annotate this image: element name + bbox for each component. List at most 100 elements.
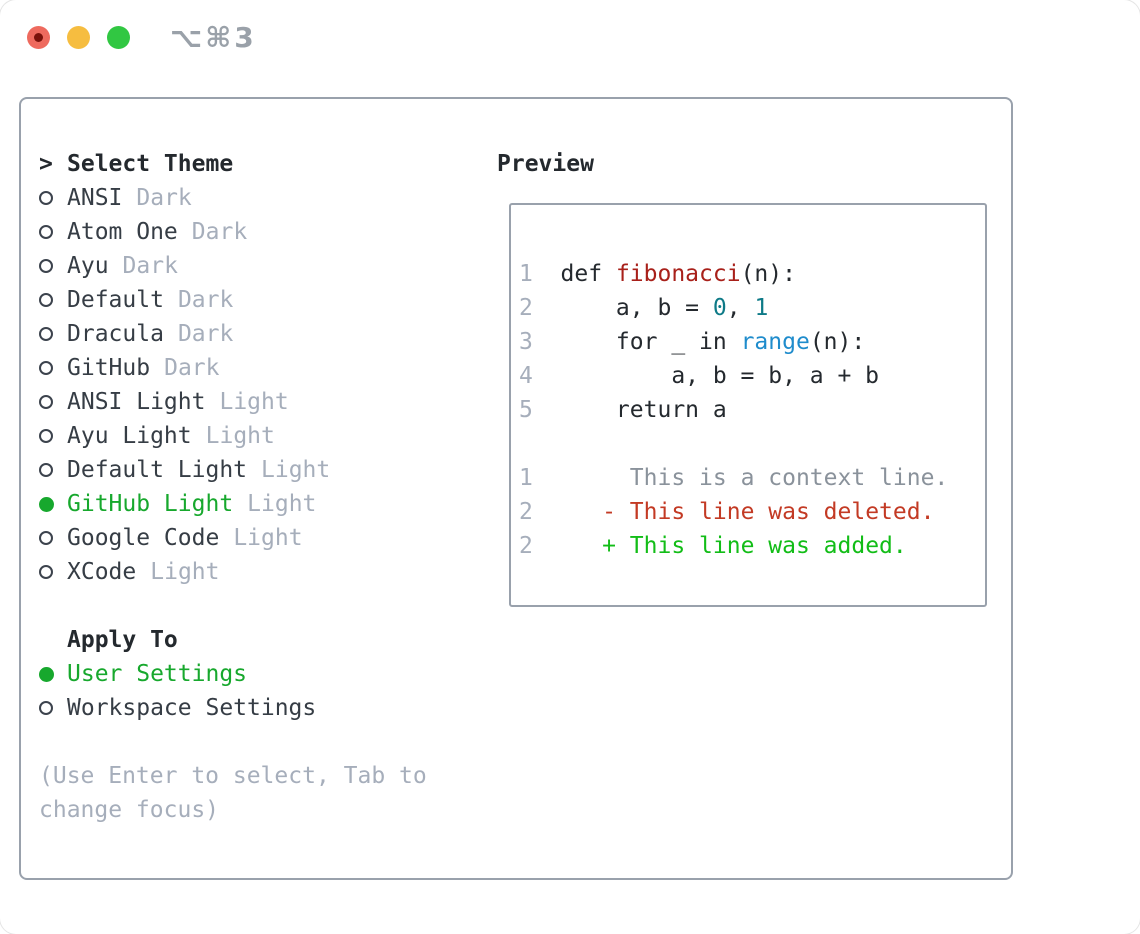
line-number: 2 (519, 295, 561, 321)
option-label: XCode (67, 559, 137, 585)
line-number: 2 (519, 499, 533, 525)
theme-option[interactable]: GitHub Dark (39, 351, 478, 385)
preview-line-diff-context: 1 This is a context line. (519, 461, 985, 495)
option-variant: Light (247, 491, 317, 517)
option-variant: Dark (164, 355, 220, 381)
option-label: Google Code (67, 525, 220, 551)
option-label: Ayu (67, 253, 109, 279)
option-variant: Light (205, 423, 275, 449)
preview-line-code: 1 def fibonacci(n): (519, 257, 985, 291)
code-segment: range (740, 329, 810, 355)
code-segment: a, b = (560, 295, 713, 321)
option-label: Atom One (67, 219, 178, 245)
option-label: Default Light (67, 457, 248, 483)
option-variant: Dark (177, 287, 234, 313)
theme-option[interactable]: XCode Light (39, 555, 478, 589)
option-label: Ayu Light (67, 423, 192, 449)
theme-option[interactable]: Google Code Light (39, 521, 478, 555)
code-segment: 0 (712, 295, 727, 321)
line-number: 5 (519, 397, 561, 423)
preview-line-code: 2 a, b = 0, 1 (519, 291, 985, 325)
theme-list-header: Select Theme (67, 151, 234, 177)
option-variant: Dark (136, 185, 192, 211)
theme-option[interactable]: ANSI Light Light (39, 385, 478, 419)
selector-column: > Select Theme ANSI Dark Atom One Dark A… (39, 147, 478, 854)
spacer (39, 589, 478, 623)
line-number: 4 (519, 363, 561, 389)
code-segment: def (560, 261, 616, 287)
apply-to-header: Apply To (67, 627, 178, 653)
code-segment: fibonacci (615, 261, 741, 287)
code-segment: , (726, 295, 755, 321)
preview-line-blank (519, 427, 985, 461)
radio-icon (39, 701, 53, 715)
theme-picker-panel: > Select Theme ANSI Dark Atom One Dark A… (19, 97, 1013, 880)
code-segment: + This line was added. (532, 533, 907, 559)
line-number: 2 (519, 533, 533, 559)
radio-icon (39, 531, 53, 545)
close-button[interactable] (27, 26, 50, 49)
preview-header: Preview (497, 151, 594, 177)
theme-list: ANSI Dark Atom One Dark Ayu Dark Default… (39, 181, 478, 589)
theme-option[interactable]: Ayu Dark (39, 249, 478, 283)
code-segment: (n): (740, 261, 796, 287)
preview-line-code: 4 a, b = b, a + b (519, 359, 985, 393)
theme-option[interactable]: Ayu Light Light (39, 419, 478, 453)
option-label: Default (67, 287, 164, 313)
apply-to-list: User Settings Workspace Settings (39, 657, 478, 725)
code-segment: a, b = b, a + b (560, 363, 880, 389)
code-segment: - This line was deleted. (532, 499, 935, 525)
code-segment: 1 (754, 295, 769, 321)
theme-list-header-row: > Select Theme (39, 147, 478, 181)
theme-option[interactable]: GitHub Light Light (39, 487, 478, 521)
theme-option[interactable]: ANSI Dark (39, 181, 478, 215)
traffic-lights (27, 26, 130, 49)
radio-icon (39, 191, 53, 205)
option-label: Workspace Settings (67, 695, 317, 721)
titlebar: ⌥⌘3 (0, 0, 1140, 97)
option-label: ANSI Light (67, 389, 206, 415)
radio-icon (39, 429, 53, 443)
apply-to-option[interactable]: Workspace Settings (39, 691, 478, 725)
hint-text: (Use Enter to select, Tab to change focu… (39, 763, 427, 823)
line-number: 1 (519, 465, 533, 491)
preview-line-diff-added: 2 + This line was added. (519, 529, 985, 563)
preview-column: Preview 1 def fibonacci(n):2 a, b = 0, 1… (478, 147, 987, 854)
apply-to-header-row: Apply To (39, 623, 478, 657)
theme-option[interactable]: Default Light Light (39, 453, 478, 487)
apply-to-option[interactable]: User Settings (39, 657, 478, 691)
maximize-button[interactable] (107, 26, 130, 49)
prompt-chevron-icon: > (39, 151, 53, 177)
preview-line-code: 5 return a (519, 393, 985, 427)
option-label: GitHub (67, 355, 151, 381)
radio-icon (39, 293, 53, 307)
option-variant: Dark (177, 321, 234, 347)
option-label: GitHub Light (67, 491, 234, 517)
radio-icon (39, 395, 53, 409)
theme-option[interactable]: Atom One Dark (39, 215, 478, 249)
radio-icon (39, 327, 53, 341)
window-title: ⌥⌘3 (170, 21, 257, 54)
option-variant: Light (219, 389, 289, 415)
radio-icon (39, 259, 53, 273)
theme-option[interactable]: Default Dark (39, 283, 478, 317)
close-dot-icon (34, 33, 43, 42)
radio-icon (39, 361, 53, 375)
preview-line-diff-deleted: 2 - This line was deleted. (519, 495, 985, 529)
radio-icon (39, 225, 53, 239)
code-segment: (n): (809, 329, 866, 355)
option-variant: Dark (122, 253, 178, 279)
minimize-button[interactable] (67, 26, 90, 49)
code-segment: This is a context line. (532, 465, 949, 491)
radio-icon (39, 565, 53, 579)
line-number: 1 (519, 261, 561, 287)
preview-line-code: 3 for _ in range(n): (519, 325, 985, 359)
radio-icon (39, 496, 54, 512)
option-variant: Light (233, 525, 303, 551)
theme-option[interactable]: Dracula Dark (39, 317, 478, 351)
code-segment: for _ in (560, 329, 741, 355)
option-variant: Light (261, 457, 331, 483)
option-label: ANSI (67, 185, 123, 211)
